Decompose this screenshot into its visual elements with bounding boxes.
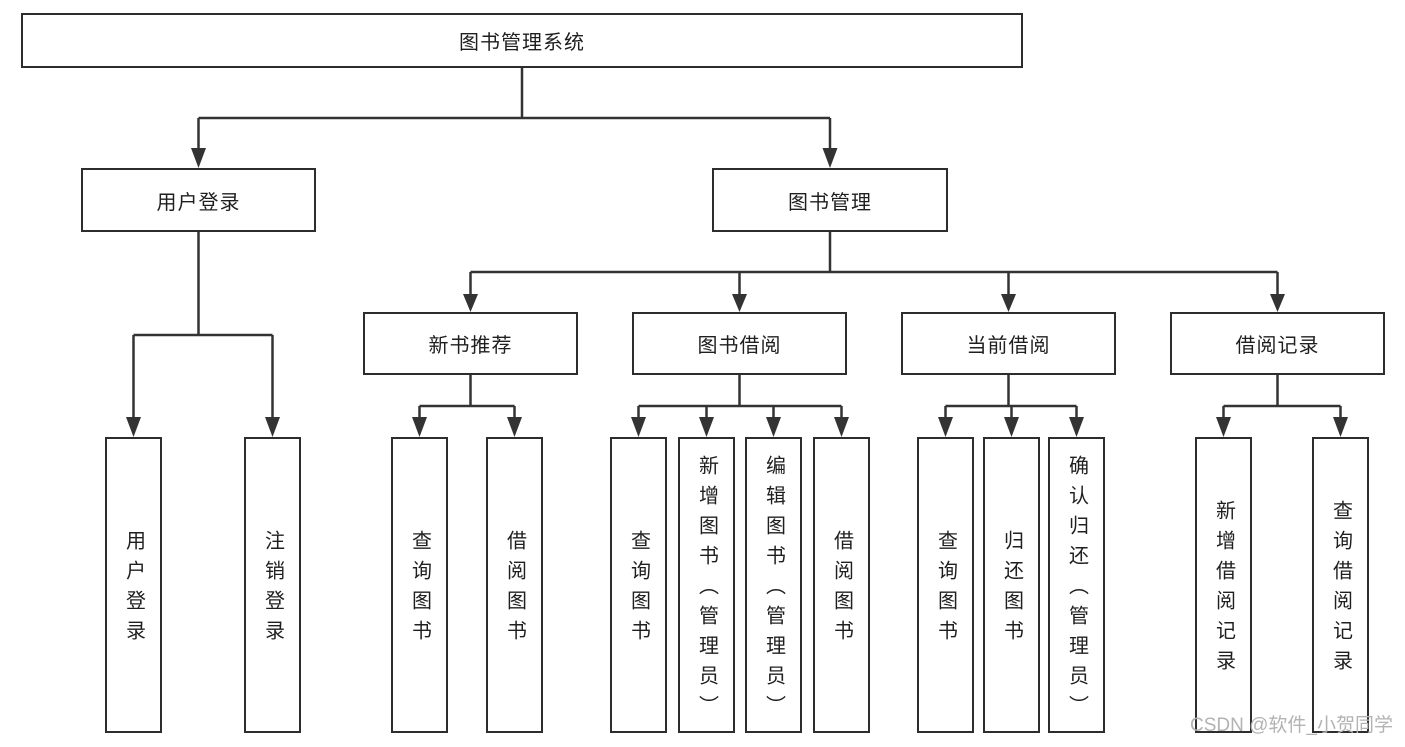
- node-borrowing-records: 借阅记录: [1170, 312, 1385, 375]
- node-current-borrowing-label: 当前借阅: [966, 335, 1051, 357]
- arrowheads: [126, 148, 1348, 437]
- leaf-cb-query-books-label: 查询图书: [934, 530, 957, 650]
- node-book-management: 图书管理: [712, 168, 948, 232]
- leaf-bb-edit-books-admin: 编辑图书（管理员）: [745, 437, 802, 733]
- leaf-user-login: 用户登录: [105, 437, 162, 733]
- leaf-nb-query-books-label: 查询图书: [408, 530, 431, 650]
- node-root-label: 图书管理系统: [459, 32, 585, 54]
- leaf-nb-borrow-books: 借阅图书: [486, 437, 543, 733]
- leaf-bb-add-books-admin: 新增图书（管理员）: [678, 437, 735, 733]
- node-user-login: 用户登录: [81, 168, 316, 232]
- node-new-book-recommend-label: 新书推荐: [428, 335, 513, 357]
- leaf-cb-confirm-return-admin: 确认归还（管理员）: [1048, 437, 1105, 733]
- node-current-borrowing: 当前借阅: [901, 312, 1116, 375]
- node-book-borrowing-label: 图书借阅: [697, 335, 782, 357]
- leaf-bb-edit-books-admin-label: 编辑图书（管理员）: [762, 455, 785, 725]
- watermark: CSDN @软件_小贺同学: [1190, 715, 1393, 736]
- leaf-cb-return-books: 归还图书: [983, 437, 1040, 733]
- leaf-cb-return-books-label: 归还图书: [1000, 530, 1023, 650]
- leaf-logout: 注销登录: [244, 437, 301, 733]
- node-book-borrowing: 图书借阅: [632, 312, 847, 375]
- leaf-nb-borrow-books-label: 借阅图书: [503, 530, 526, 650]
- leaf-bb-query-books: 查询图书: [610, 437, 667, 733]
- leaf-logout-label: 注销登录: [261, 530, 284, 650]
- leaf-user-login-label: 用户登录: [122, 530, 145, 650]
- leaf-bb-borrow-books: 借阅图书: [813, 437, 870, 733]
- leaf-br-query-record-label: 查询借阅记录: [1329, 500, 1352, 680]
- node-root-system: 图书管理系统: [21, 13, 1023, 68]
- leaf-bb-borrow-books-label: 借阅图书: [830, 530, 853, 650]
- node-new-book-recommend: 新书推荐: [363, 312, 578, 375]
- leaf-br-query-record: 查询借阅记录: [1312, 437, 1369, 733]
- leaf-cb-confirm-return-admin-label: 确认归还（管理员）: [1065, 455, 1088, 725]
- leaf-cb-query-books: 查询图书: [917, 437, 974, 733]
- node-borrowing-records-label: 借阅记录: [1235, 335, 1320, 357]
- leaf-nb-query-books: 查询图书: [391, 437, 448, 733]
- leaf-br-add-record-label: 新增借阅记录: [1212, 500, 1235, 680]
- leaf-bb-add-books-admin-label: 新增图书（管理员）: [695, 455, 718, 725]
- node-user-login-label: 用户登录: [156, 191, 241, 214]
- leaf-br-add-record: 新增借阅记录: [1195, 437, 1252, 733]
- leaf-bb-query-books-label: 查询图书: [627, 530, 650, 650]
- node-book-management-label: 图书管理: [788, 191, 872, 214]
